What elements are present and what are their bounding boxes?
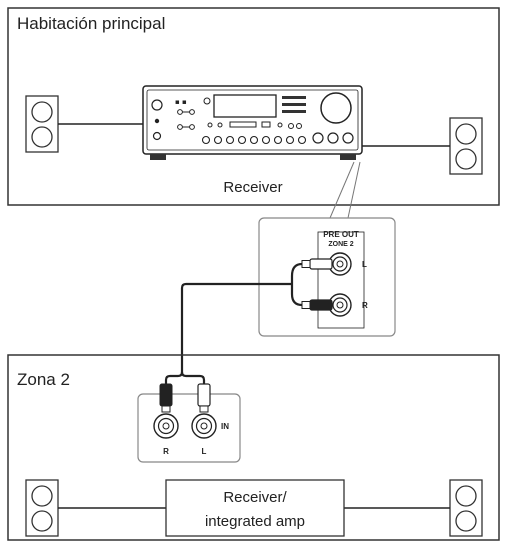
rca-plug-white [301,258,333,270]
cable-split-zone2-r [164,364,184,384]
zone2-in-label: IN [221,422,229,431]
callout-line-left [329,161,355,219]
interconnect-cable [180,282,292,364]
main-right-speaker [449,117,483,175]
zone2-jack-l [191,413,217,439]
preout-jack-l-label: L [362,260,367,269]
main-room: Habitación principal ▪ ▪ [7,7,500,206]
zone2-left-speaker [25,479,59,537]
zone2-jack-r-label: R [163,447,169,456]
zone2-amp-label-line2: integrated amp [205,513,305,530]
svg-text:▪ ▪: ▪ ▪ [175,98,187,106]
zone2-right-speaker [449,479,483,537]
preout-jack-r-label: R [362,301,368,310]
zone2-jack-l-label: L [202,447,207,456]
main-room-frame [7,7,500,206]
rca-plug-red [301,299,333,311]
preout-title-line1: PRE OUT [323,230,359,239]
zone2-amp-box [165,479,345,537]
preout-callout: PRE OUT ZONE 2 L R [258,217,396,337]
zone2-room: Zona 2 IN R L [7,354,500,541]
main-left-speaker [25,95,59,153]
cable-split-zone2-l [180,371,206,384]
zone2-plug-white [197,383,211,413]
zone2-plug-red [159,383,173,413]
zone2-room-title: Zona 2 [17,370,70,389]
preout-callout-frame [258,217,396,337]
main-receiver-unit: ▪ ▪ [142,85,363,160]
zone2-jack-r [153,413,179,439]
zone2-amp-label-line1: Receiver/ [223,489,287,506]
zone2-room-frame [7,354,500,541]
preout-title-line2: ZONE 2 [328,241,353,248]
callout-line-right [347,161,361,219]
main-receiver-label: Receiver [223,179,282,196]
main-room-title: Habitación principal [17,14,165,33]
